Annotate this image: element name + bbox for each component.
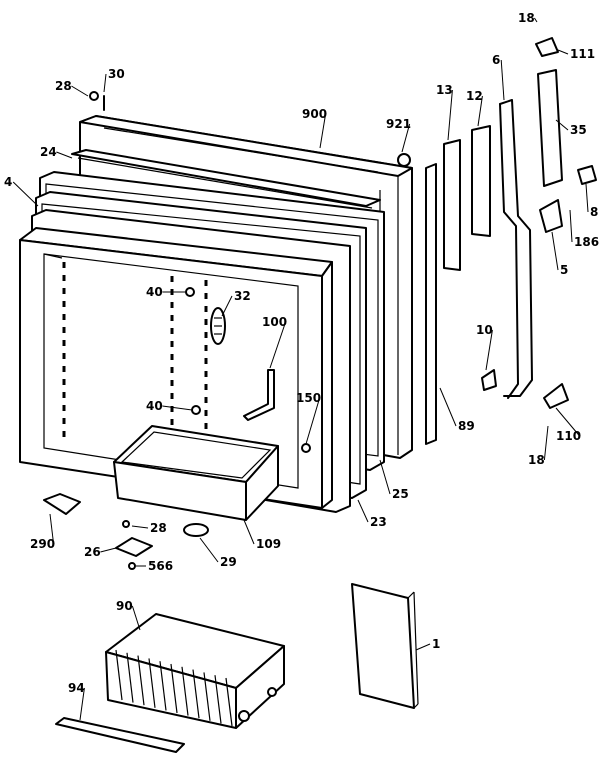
leader-line-p8	[585, 183, 589, 213]
leader-line-p111	[557, 49, 569, 55]
leader-line-p5	[551, 231, 559, 271]
part-label-p40a: 40	[146, 285, 163, 299]
part-label-p90: 90	[116, 599, 133, 613]
part-label-p40b: 40	[146, 399, 163, 413]
leader-line-p24	[56, 151, 73, 159]
part-label-p566: 566	[148, 559, 173, 573]
leader-line-p100	[269, 321, 287, 369]
leader-line-p26	[100, 547, 117, 553]
grille-fin	[192, 669, 200, 719]
leader-line-p1	[415, 643, 431, 651]
part-label-p18a: 18	[518, 11, 535, 25]
part-label-p8: 8	[590, 205, 598, 219]
manual-1	[351, 583, 419, 709]
small-hardware	[89, 37, 597, 409]
part-label-p100: 100	[262, 315, 287, 329]
grille-fin	[148, 658, 156, 708]
part-label-p26: 26	[84, 545, 101, 559]
part-label-p186: 186	[574, 235, 599, 249]
leader-line-p13	[447, 89, 453, 141]
part-label-p24: 24	[40, 145, 57, 159]
part-label-p4: 4	[4, 175, 12, 189]
part-label-p29: 29	[220, 555, 237, 569]
leader-line-p150	[305, 397, 321, 445]
leader-line-p921	[401, 123, 411, 153]
part-label-p23: 23	[370, 515, 387, 529]
leader-line-p23	[357, 499, 369, 523]
part-label-p94: 94	[68, 681, 85, 695]
part-label-p109: 109	[256, 537, 281, 551]
part-label-p6: 6	[492, 53, 500, 67]
part-label-p30: 30	[108, 67, 125, 81]
leader-line-p186	[569, 209, 573, 243]
grille-fin	[214, 675, 222, 724]
leader-line-p18b	[543, 425, 549, 461]
grille-fin	[137, 655, 145, 706]
leader-line-p109	[243, 519, 255, 545]
part-label-p18b: 18	[528, 453, 545, 467]
part-label-p921: 921	[386, 117, 411, 131]
grille-fin	[203, 672, 211, 721]
part-label-p290: 290	[30, 537, 55, 551]
leader-line-p110	[555, 407, 580, 437]
part-label-p5: 5	[560, 263, 568, 277]
leader-line-p28a	[71, 85, 89, 97]
leader-line-p12	[477, 95, 483, 127]
leader-line-p40b	[162, 405, 193, 411]
part-label-p12: 12	[466, 89, 483, 103]
part-label-p89: 89	[458, 419, 475, 433]
leader-line-p900	[319, 113, 327, 149]
pan-109	[113, 425, 279, 521]
grille-fin	[225, 677, 233, 727]
leader-line-p25	[379, 459, 391, 495]
grille-fin	[126, 652, 134, 703]
leader-line-p29	[199, 537, 219, 563]
leader-line-p89	[439, 387, 457, 427]
part-label-p10: 10	[476, 323, 493, 337]
part-label-p110: 110	[556, 429, 581, 443]
leader-line-p4	[12, 181, 39, 207]
breaker-strip-24	[71, 149, 381, 209]
part-label-p28a: 28	[55, 79, 72, 93]
grille-fin	[159, 661, 167, 711]
part-label-p111: 111	[570, 47, 595, 61]
leader-line-p35	[555, 119, 569, 131]
strip-94	[55, 717, 185, 753]
grille-fin	[115, 649, 123, 701]
leader-line-p32	[221, 295, 233, 317]
part-label-p900: 900	[302, 107, 327, 121]
leader-line-p28b	[131, 525, 149, 529]
leader-line-p90	[131, 605, 141, 631]
leader-line-p290	[49, 513, 55, 545]
grille-fin	[181, 666, 189, 716]
part-label-p13: 13	[436, 83, 453, 97]
part-label-p25: 25	[392, 487, 409, 501]
leader-line-p18a	[533, 17, 538, 23]
part-label-p28b: 28	[150, 521, 167, 535]
leader-line-p30	[103, 73, 107, 93]
grommet-921	[397, 153, 411, 167]
leader-line-p94	[79, 687, 85, 721]
leader-line-p10	[485, 329, 493, 371]
part-label-p1: 1	[432, 637, 440, 651]
grille-fin	[170, 663, 178, 714]
leader-line-p6	[500, 59, 505, 101]
part-label-p32: 32	[234, 289, 251, 303]
part-label-p150: 150	[296, 391, 321, 405]
part-label-p35: 35	[570, 123, 587, 137]
lower-small-parts	[43, 493, 209, 570]
side-strips	[425, 69, 563, 445]
frame-assembly-90	[105, 613, 285, 729]
